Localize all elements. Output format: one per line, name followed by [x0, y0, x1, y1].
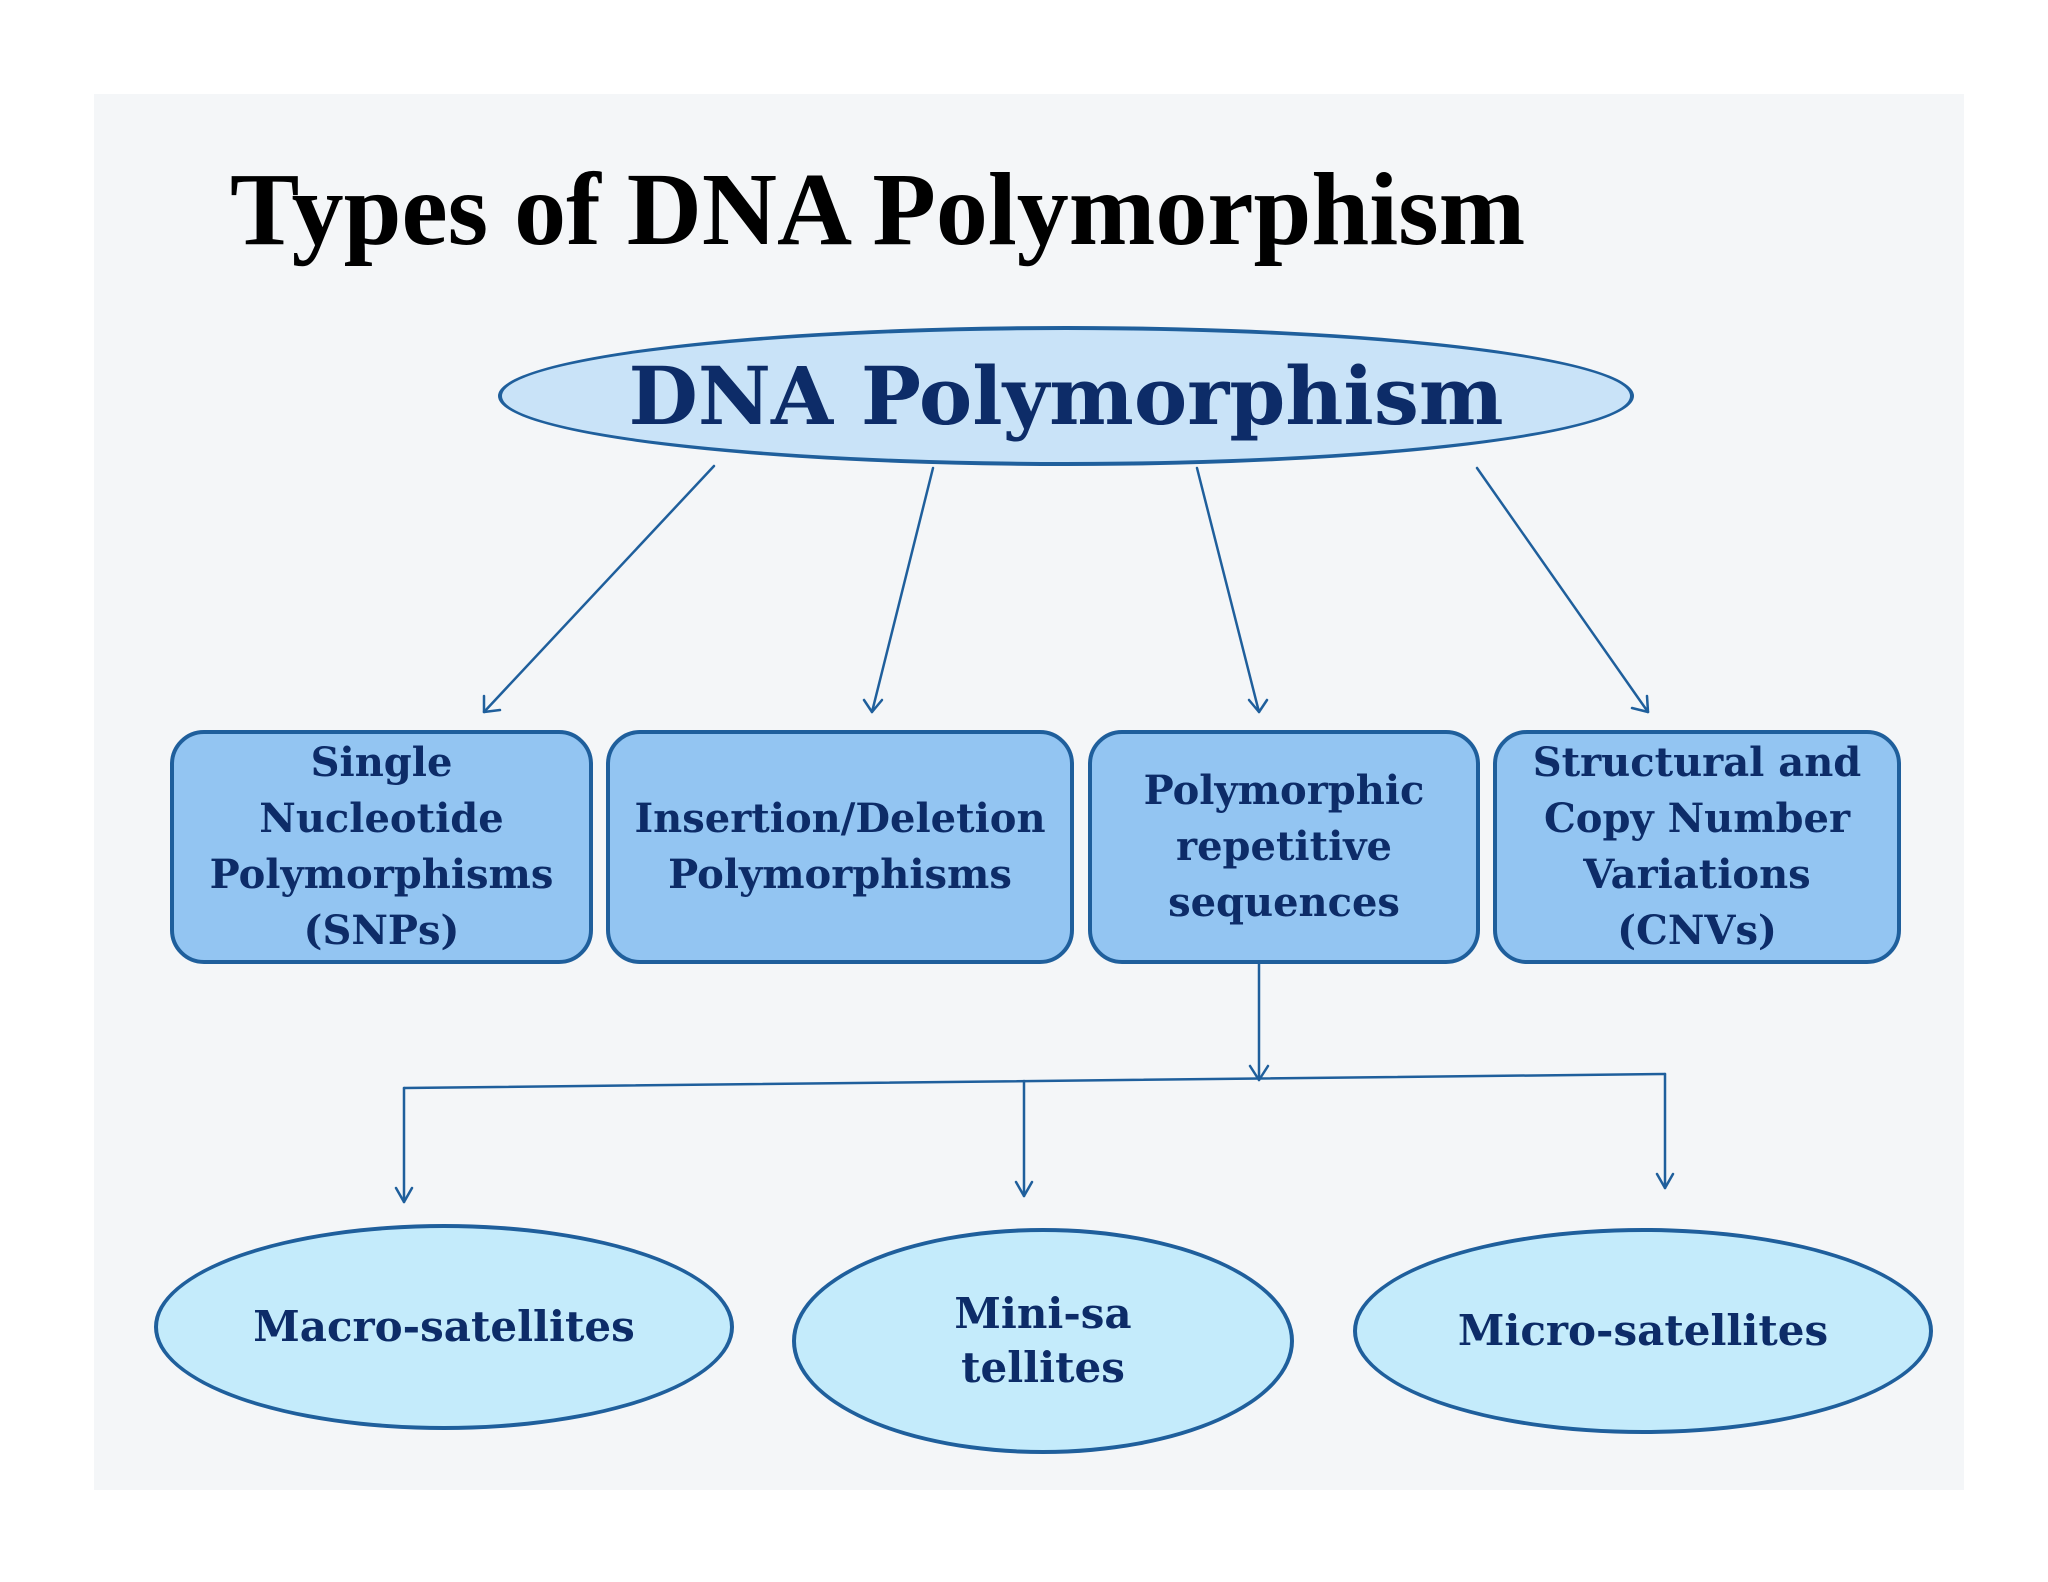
repetitive-node: Polymorphic repetitive sequences [1088, 730, 1480, 964]
arrow-to-micro [1655, 1072, 1675, 1190]
snp-node-label: Single Nucleotide Polymorphisms (SNPs) [209, 739, 554, 954]
repetitive-node-label: Polymorphic repetitive sequences [1143, 767, 1425, 926]
slide-title: Types of DNA Polymorphism [230, 152, 1526, 267]
arrow-to-mini [1014, 1079, 1034, 1198]
mini-satellites-node: Mini-satellites [792, 1228, 1294, 1454]
arrow-root-to-repetitive [1195, 466, 1269, 714]
indel-node-label: Insertion/Deletion Polymorphisms [634, 795, 1046, 898]
arrow-root-to-snp [482, 464, 716, 714]
root-node-label: DNA Polymorphism [628, 349, 1504, 443]
mini-satellites-label: Mini-satellites [954, 1289, 1132, 1392]
macro-satellites-node: Macro-satellites [154, 1224, 734, 1430]
arrow-to-macro [394, 1086, 414, 1204]
micro-satellites-node: Micro-satellites [1353, 1228, 1933, 1434]
arrow-root-to-indel [862, 466, 935, 714]
root-node: DNA Polymorphism [498, 326, 1634, 466]
cnv-node: Structural and Copy Number Variations (C… [1493, 730, 1901, 964]
horizontal-bus [402, 1072, 1667, 1090]
snp-node: Single Nucleotide Polymorphisms (SNPs) [170, 730, 593, 964]
macro-satellites-label: Macro-satellites [253, 1302, 635, 1351]
arrow-repetitive-down [1248, 962, 1270, 1082]
arrow-root-to-cnv [1475, 466, 1650, 714]
micro-satellites-label: Micro-satellites [1457, 1306, 1829, 1355]
cnv-node-label: Structural and Copy Number Variations (C… [1532, 739, 1862, 954]
indel-node: Insertion/Deletion Polymorphisms [606, 730, 1074, 964]
